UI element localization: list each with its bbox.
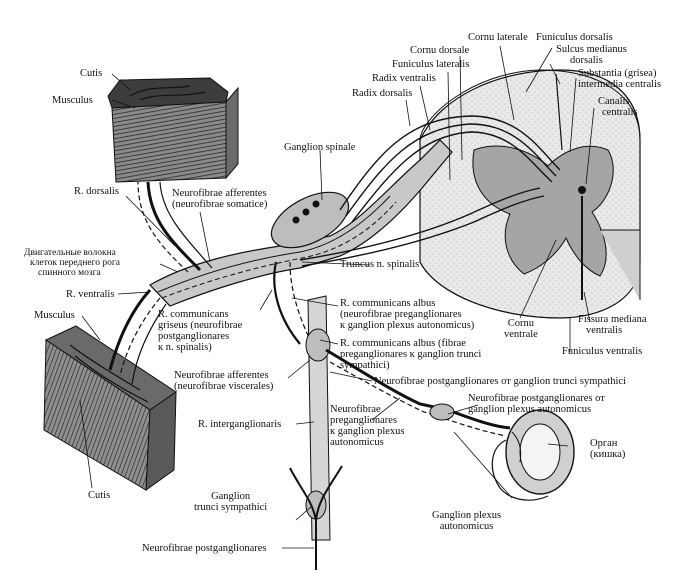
label-cutis-bottom: Cutis <box>88 490 111 501</box>
label-funiculus-dorsalis: Funiculus dorsalis <box>536 32 613 43</box>
label-motor-fibres: Двигательные волокна клеток переднего ро… <box>24 248 121 278</box>
label-preganglionares-plexus: Neurofibrae preganglionares к ganglion p… <box>330 404 405 448</box>
label-substantia-intermedia: Substantia (grisea) intermedia centralis <box>578 68 662 90</box>
label-radix-ventralis: Radix ventralis <box>372 73 436 84</box>
label-radix-dorsalis: Radix dorsalis <box>352 88 413 99</box>
label-r-dorsalis: R. dorsalis <box>74 186 119 197</box>
label-funiculus-ventralis: Funiculus ventralis <box>562 346 643 357</box>
spinal-nerve <box>149 115 561 307</box>
label-funiculus-lateralis: Funiculus lateralis <box>392 59 470 70</box>
label-cornu-laterale: Cornu laterale <box>468 32 528 43</box>
upper-tissue-block <box>107 77 239 183</box>
label-ganglion-spinale: Ganglion spinale <box>284 142 356 153</box>
label-neurofibrae-afferentes-visceral: Neurofibrae afferentes (neurofibrae visc… <box>174 370 274 392</box>
label-cutis-top: Cutis <box>80 68 103 79</box>
label-truncus-n-spinalis: Truncus n. spinalis <box>340 259 420 270</box>
label-r-interganglionaris: R. interganglionaris <box>198 419 282 430</box>
label-postganglionares-plexus: Neurofibrae postganglionares от ganglion… <box>468 393 605 415</box>
label-organ: Орган (кишка) <box>590 438 626 460</box>
label-musculus-top: Musculus <box>52 95 93 106</box>
label-cornu-dorsale: Cornu dorsale <box>410 45 470 56</box>
label-r-communicans-albus-2: R. communicans albus (fibrae preganglion… <box>340 338 482 371</box>
lower-tissue-block <box>43 325 177 492</box>
spinal-cord <box>419 69 641 319</box>
label-musculus-bottom: Musculus <box>34 310 75 321</box>
peripheral-branches <box>108 181 511 570</box>
label-r-communicans-griseus: R. communicans griseus (neurofibrae post… <box>158 309 243 353</box>
label-fissura-mediana: Fissura mediana ventralis <box>578 314 647 336</box>
label-ganglion-plexus: Ganglion plexus autonomicus <box>432 510 502 532</box>
label-cornu-ventrale: Cornu ventrale <box>504 318 538 340</box>
leader-lines <box>79 45 595 549</box>
label-neurofibrae-afferentes-somatic: Neurofibrae afferentes (neurofibrae soma… <box>172 188 268 210</box>
label-r-communicans-albus-1: R. communicans albus (neurofibrae pregan… <box>340 298 475 331</box>
label-sulcus-medianus: Sulcus medianus dorsalis <box>556 44 627 66</box>
organ-intestine <box>491 409 575 501</box>
label-neurofibrae-postganglionares-bottom: Neurofibrae postganglionares <box>142 543 267 554</box>
label-ganglion-trunci: Ganglion trunci sympathici <box>194 491 268 513</box>
label-postganglionares-trunci: Neurofibrae postganglionares от ganglion… <box>374 376 627 387</box>
label-r-ventralis: R. ventralis <box>66 289 115 300</box>
label-canalis-centralis: Canalis centralis <box>598 96 638 118</box>
